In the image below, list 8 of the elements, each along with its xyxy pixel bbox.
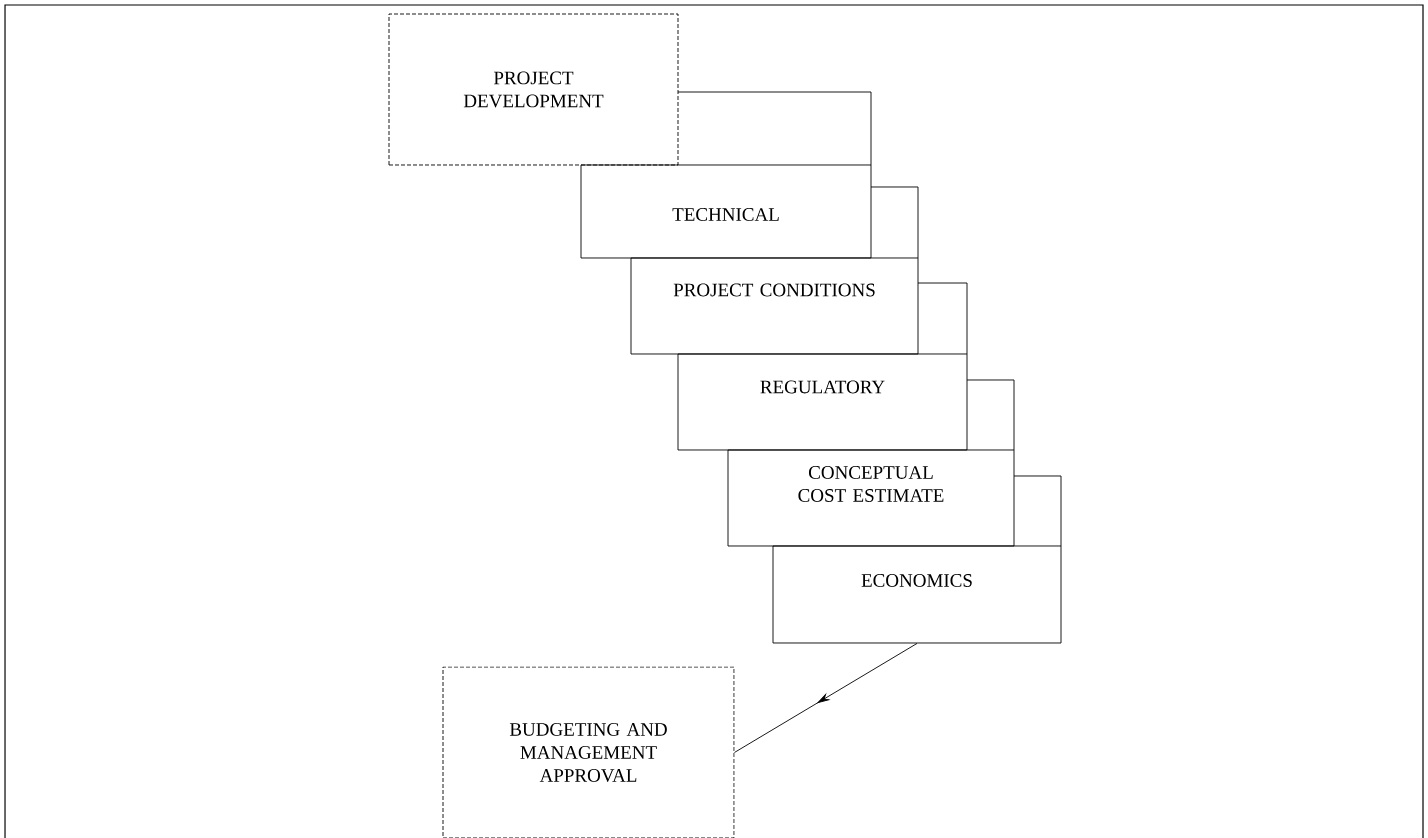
process-box: BUDGETING AND MANAGEMENT APPROVAL bbox=[442, 666, 735, 838]
process-box: PROJECT DEVELOPMENT bbox=[388, 13, 679, 166]
process-box: REGULATORY bbox=[677, 353, 968, 451]
arrow bbox=[734, 643, 918, 753]
process-box: ECONOMICS bbox=[772, 545, 1062, 644]
process-box: PROJECT CONDITIONS bbox=[630, 257, 919, 355]
process-box: CONCEPTUAL COST ESTIMATE bbox=[727, 449, 1015, 547]
process-box: TECHNICAL bbox=[580, 164, 872, 259]
